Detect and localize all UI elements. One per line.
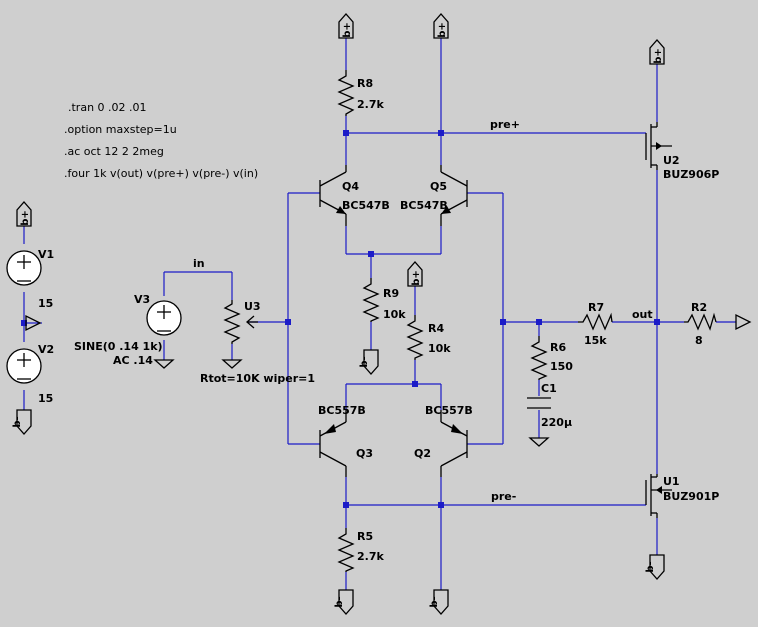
svg-text:U3: U3 [244,300,261,313]
svg-text:b-: b- [645,561,656,572]
voltage-source-v2: V2 15 [6,343,54,405]
svg-text:BC557B: BC557B [425,404,473,417]
port-b-minus-q2: b- [429,589,449,615]
mosfet-u2: U2 BUZ906P [645,122,719,181]
resistor-r5: R5 2.7k [337,528,384,572]
ground-symbols [25,314,550,447]
svg-text:BC547B: BC547B [342,199,390,212]
svg-text:Q5: Q5 [430,180,447,193]
net-label-out: out [632,308,653,321]
voltage-source-v1: V1 15 [6,248,54,310]
ground-v3 [153,359,175,369]
svg-text:V1: V1 [38,248,54,261]
ground-u3 [221,359,243,369]
net-label-pre-plus: pre+ [490,118,520,131]
svg-text:BC547B: BC547B [400,199,448,212]
directive-option: .option maxstep=1u [64,123,177,136]
svg-text:U2: U2 [663,154,680,167]
svg-text:BC557B: BC557B [318,404,366,417]
ground-c1 [528,437,550,447]
svg-text:Rtot=10K wiper=1: Rtot=10K wiper=1 [200,372,315,385]
net-labels: in pre+ pre- out [193,118,653,503]
svg-text:2.7k: 2.7k [357,550,384,563]
svg-text:15: 15 [38,297,53,310]
svg-text:AC .14: AC .14 [113,354,153,367]
svg-text:2.7k: 2.7k [357,98,384,111]
port-b-minus-r9: b- [359,349,379,375]
svg-text:R5: R5 [357,530,373,543]
directive-tran: .tran 0 .02 .01 [68,101,147,114]
resistor-r6: R6 150 [530,336,573,380]
net-label-in: in [193,257,205,270]
svg-text:BUZ901P: BUZ901P [663,490,719,503]
port-b-plus-r4: b+ [407,261,423,287]
svg-text:b+: b+ [653,48,664,64]
svg-text:8: 8 [695,334,703,347]
spice-directives: .tran 0 .02 .01 .option maxstep=1u .ac o… [64,101,258,180]
resistor-r8: R8 2.7k [337,70,384,116]
svg-text:R8: R8 [357,77,373,90]
svg-text:b-: b- [334,596,345,607]
port-b-minus-u1: b- [645,554,665,580]
svg-text:150: 150 [550,360,573,373]
output-arrow [735,313,752,331]
svg-text:R6: R6 [550,341,566,354]
svg-text:b+: b+ [411,270,422,286]
directive-four: .four 1k v(out) v(pre+) v(pre-) v(in) [64,167,258,180]
resistor-r4: R4 10k [406,315,451,360]
wires [23,38,736,590]
resistor-r2: R2 8 [684,301,717,347]
transistor-q2: BC557B Q2 [414,404,473,477]
svg-text:b+: b+ [437,22,448,38]
svg-text:R7: R7 [588,301,604,314]
svg-text:15k: 15k [584,334,607,347]
capacitor-c1: C1 220µ [527,382,572,429]
svg-text:b-: b- [12,416,23,427]
svg-text:R9: R9 [383,287,399,300]
resistor-r7: R7 15k [578,301,613,347]
transistor-q5: Q5 BC547B [400,165,468,226]
port-b-minus-v2: b- [12,409,32,435]
svg-text:V2: V2 [38,343,54,356]
svg-text:10k: 10k [383,308,406,321]
svg-text:Q3: Q3 [356,447,373,460]
svg-text:10k: 10k [428,342,451,355]
mosfet-u1: U1 BUZ901P [645,474,719,518]
transistor-q4: Q4 BC547B [319,165,390,226]
transistor-q3: BC557B Q3 [318,404,373,477]
svg-text:220µ: 220µ [541,416,572,429]
voltage-source-v3: V3 SINE(0 .14 1k) AC .14 [74,293,182,367]
svg-text:b-: b- [429,596,440,607]
potentiometer-u3: U3 Rtot=10K wiper=1 [200,300,315,385]
svg-text:b-: b- [359,356,370,367]
svg-text:V3: V3 [134,293,150,306]
port-b-plus-v1: b+ [16,201,32,227]
svg-text:Q4: Q4 [342,180,359,193]
svg-text:b+: b+ [342,22,353,38]
svg-text:R2: R2 [691,301,707,314]
svg-text:SINE(0 .14 1k): SINE(0 .14 1k) [74,340,163,353]
directive-ac: .ac oct 12 2 2meg [64,145,164,158]
svg-text:R4: R4 [428,322,444,335]
port-b-plus-r8: b+ [338,13,354,39]
ground-v-mid [25,314,42,332]
port-b-minus-r5: b- [334,589,354,615]
port-b-plus-q5: b+ [433,13,449,39]
svg-text:C1: C1 [541,382,557,395]
svg-text:Q2: Q2 [414,447,431,460]
svg-text:b+: b+ [20,210,31,226]
junctions [21,130,660,508]
svg-text:U1: U1 [663,475,680,488]
net-label-pre-minus: pre- [491,490,516,503]
port-b-plus-u2: b+ [649,39,665,65]
svg-text:15: 15 [38,392,53,405]
svg-text:BUZ906P: BUZ906P [663,168,719,181]
resistor-r9: R9 10k [362,278,406,322]
